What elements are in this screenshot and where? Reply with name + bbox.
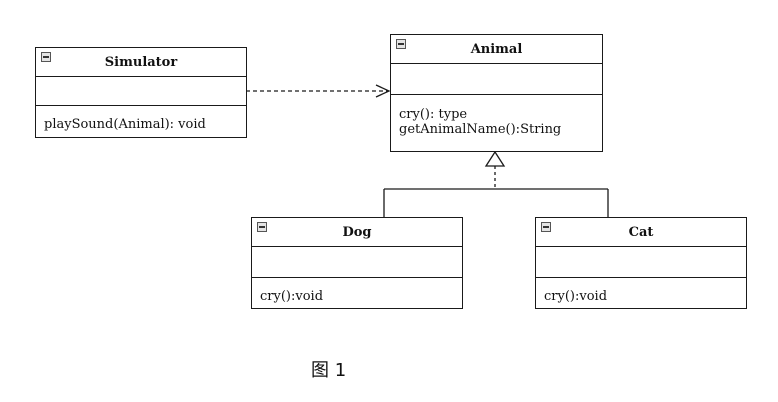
operation-getanimalname: getAnimalName():String [399,122,562,137]
class-dog-header: Dog [252,218,462,247]
generalization-triangle [484,150,506,167]
collapse-icon[interactable] [257,222,267,232]
class-animal-name: Animal [470,42,523,57]
collapse-icon[interactable] [541,222,551,232]
class-dog-operations: cry():void [252,278,462,304]
operation-playsound: playSound(Animal): void [44,117,206,132]
class-cat[interactable]: Cat cry():void [535,217,747,309]
class-simulator-operations: playSound(Animal): void [36,106,246,132]
class-simulator[interactable]: Simulator playSound(Animal): void [35,47,247,138]
collapse-icon[interactable] [41,52,51,62]
class-dog-name: Dog [342,225,372,240]
operation-cry: cry():void [260,289,324,304]
class-animal-header: Animal [391,35,602,64]
dependency-arrowhead [375,84,391,98]
class-animal-attributes [391,64,602,95]
class-simulator-attributes [36,77,246,106]
class-simulator-header: Simulator [36,48,246,77]
class-dog-attributes [252,247,462,278]
operation-cry: cry():void [544,289,608,304]
collapse-icon[interactable] [396,39,406,49]
operation-cry: cry(): type [399,107,468,122]
class-cat-header: Cat [536,218,746,247]
class-animal-operations: cry(): type getAnimalName():String [391,95,602,137]
figure-caption: 图 1 [311,360,347,381]
class-cat-attributes [536,247,746,278]
class-cat-name: Cat [628,225,654,240]
class-dog[interactable]: Dog cry():void [251,217,463,309]
class-animal[interactable]: Animal cry(): type getAnimalName():Strin… [390,34,603,152]
class-cat-operations: cry():void [536,278,746,304]
class-simulator-name: Simulator [104,55,178,70]
